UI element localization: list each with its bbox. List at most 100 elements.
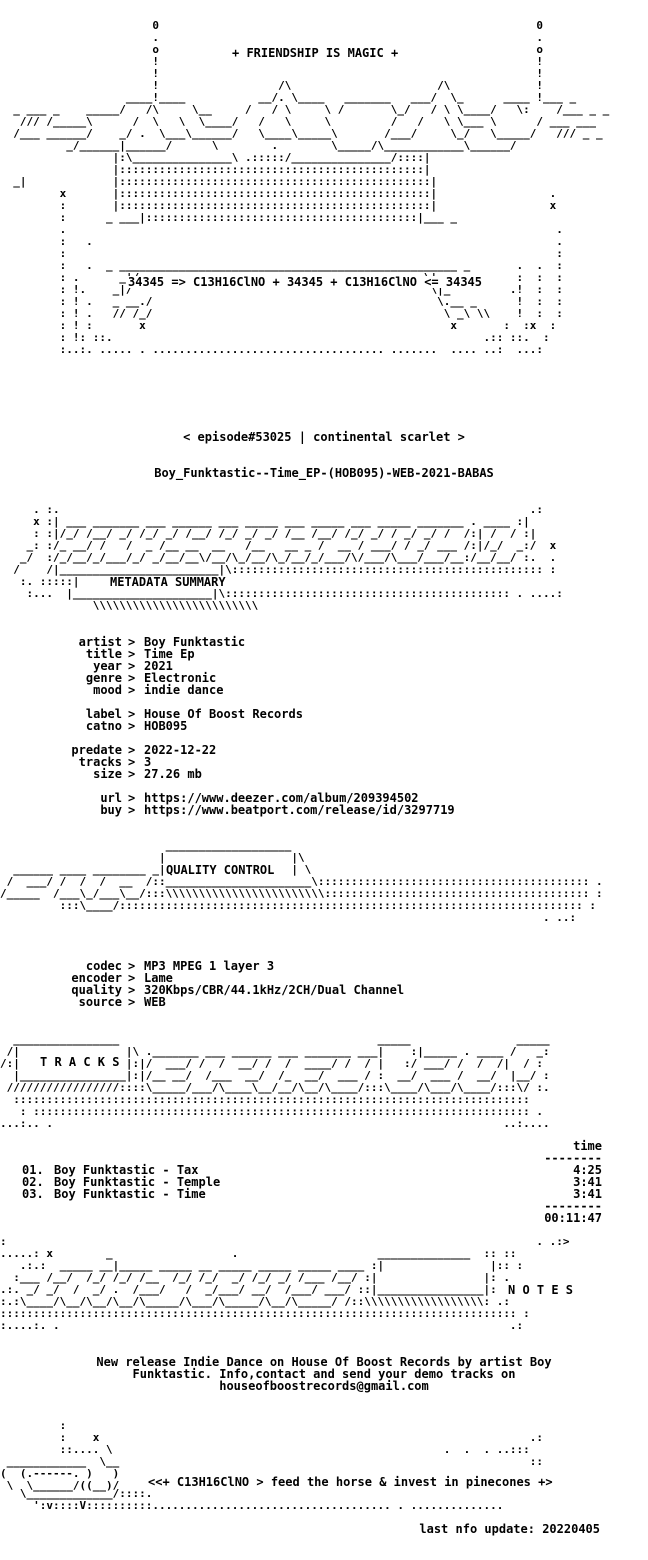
footer-slogan: <<+ C13H16ClNO > feed the horse & invest… xyxy=(148,1475,553,1489)
quality-banner-art: ___________________ | |\ ______ ____ ___… xyxy=(0,840,648,940)
meta-sep: > xyxy=(128,707,136,721)
meta-key: label xyxy=(85,707,122,721)
notes-banner-pre: : . .:> .....: x _ . ______________ :: :… xyxy=(0,1236,570,1332)
quality-sep: > xyxy=(128,959,136,973)
tracks-banner-art: ________________ _____ _____ /| |\ .____… xyxy=(0,1034,648,1130)
meta-sep: > xyxy=(128,767,136,781)
quality-key: codec xyxy=(85,959,122,973)
meta-sep: > xyxy=(128,791,136,805)
quality-sep: > xyxy=(128,971,136,985)
footer-art: : : x .: ::.... \ . . . ..::: __________… xyxy=(0,1420,648,1516)
tracks-banner-pre: ________________ _____ _____ /| |\ .____… xyxy=(0,1034,550,1130)
notes-line: Funktastic. Info,contact and send your d… xyxy=(132,1367,516,1381)
footer-art-pre: : : x .: ::.... \ . . . ..::: __________… xyxy=(0,1420,544,1492)
quality-banner-pre: ___________________ | |\ ______ ____ ___… xyxy=(0,840,603,924)
meta-value: HOB095 xyxy=(144,719,188,733)
quality-value: WEB xyxy=(144,995,166,1009)
time-column-header: time xyxy=(573,1139,602,1153)
quality-row-source: source > WEB xyxy=(0,996,648,1008)
meta-row-tracks: tracks>3 xyxy=(0,756,648,768)
tracklist: time -------- 01. Boy Funktastic - Tax 4:2… xyxy=(22,1140,602,1224)
metadata-section-title: METADATA SUMMARY xyxy=(110,575,226,589)
header-formula: 34345 => C13H16ClNO + 34345 + C13H16ClNO… xyxy=(128,275,483,289)
total-rule: -------- xyxy=(544,1199,602,1213)
footer-art-bottom-pre: \_____________/::::. ':v::::V::::::::::.… xyxy=(19,1488,504,1512)
notes-banner-art: : . .:> .....: x _ . ______________ :: :… xyxy=(0,1236,648,1348)
meta-key: buy xyxy=(100,803,122,817)
meta-sep: > xyxy=(128,755,136,769)
meta-row-artist: artist > Boy Funktastic xyxy=(0,636,648,648)
meta-sep: > xyxy=(128,659,136,673)
meta-value: indie dance xyxy=(144,683,224,697)
meta-key: title xyxy=(85,647,122,661)
meta-row-genre: genre>Electronic xyxy=(0,672,648,684)
header-ascii-art: 0 0 . . o xyxy=(0,8,648,400)
meta-value: Electronic xyxy=(144,671,217,685)
track-time: 3:41 xyxy=(573,1175,602,1189)
header-tagline: + FRIENDSHIP IS MAGIC + xyxy=(232,46,399,60)
meta-value: Boy Funktastic xyxy=(144,635,246,649)
meta-sep: > xyxy=(128,671,136,685)
quality-key: encoder xyxy=(71,971,122,985)
quality-row-codec: codec > MP3 MPEG 1 layer 3 xyxy=(0,960,648,972)
tracks-section-title: T R A C K S xyxy=(40,1055,120,1069)
metadata-banner-pre: . :. .: x :| ___ _______ ___ ______ ___ … xyxy=(13,504,557,588)
quality-value: 320Kbps/CBR/44.1kHz/2CH/Dual Channel xyxy=(144,983,405,997)
quality-value: Lame xyxy=(144,971,173,985)
meta-key: artist xyxy=(78,635,122,649)
meta-key: mood xyxy=(93,683,122,697)
meta-value: House Of Boost Records xyxy=(144,707,303,721)
track-row: 01. Boy Funktastic - Tax 4:25 xyxy=(22,1164,602,1176)
meta-sep: > xyxy=(128,719,136,733)
track-number: 02. xyxy=(22,1175,44,1189)
metadata-banner-bottom: :... |_____________________|\:::::::::::… xyxy=(0,588,648,614)
track-title: Boy Funktastic - Tax xyxy=(54,1163,199,1177)
notes-section-title: N O T E S xyxy=(508,1283,574,1297)
meta-row-predate: predate >2022-12-22 xyxy=(0,744,648,756)
meta-row-catno: catno > HOB095 xyxy=(0,720,648,732)
meta-key: catno xyxy=(85,719,122,733)
metadata-list: artist > Boy Funktastic title > Time Ep year… xyxy=(0,636,648,816)
beatport-buy-link[interactable]: https://www.beatport.com/release/id/3297… xyxy=(144,803,455,817)
meta-sep: > xyxy=(128,683,136,697)
meta-row-buy: buy>https://www.beatport.com/release/id/… xyxy=(0,804,648,816)
release-name: Boy_Funktastic--Time_EP-(HOB095)-WEB-202… xyxy=(154,466,494,480)
metadata-banner-bottom-pre: :... |_____________________|\:::::::::::… xyxy=(26,588,563,612)
meta-key: year xyxy=(93,659,122,673)
release-notes: New release Indie Dance on House Of Boos… xyxy=(0,1356,648,1392)
meta-key: tracks xyxy=(78,755,122,769)
meta-row-size: size>27.26 mb xyxy=(0,768,648,780)
meta-sep: > xyxy=(128,635,136,649)
meta-value: 27.26 mb xyxy=(144,767,202,781)
quality-sep: > xyxy=(128,983,136,997)
meta-sep: > xyxy=(128,743,136,757)
track-title: Boy Funktastic - Time xyxy=(54,1187,206,1201)
meta-value: 2022-12-22 xyxy=(144,743,217,757)
track-title: Boy Funktastic - Temple xyxy=(54,1175,221,1189)
deezer-url-link[interactable]: https://www.deezer.com/album/209394502 xyxy=(144,791,419,805)
quality-sep: > xyxy=(128,995,136,1009)
quality-value: MP3 MPEG 1 layer 3 xyxy=(144,959,275,973)
quality-key: source xyxy=(78,995,122,1009)
meta-key: url xyxy=(100,791,122,805)
header-art-pre: 0 0 . . o xyxy=(13,19,610,356)
track-number: 01. xyxy=(22,1163,44,1177)
meta-row-year: year >2021 xyxy=(0,660,648,672)
track-time: 4:25 xyxy=(573,1163,602,1177)
metadata-banner-art: . :. .: x :| ___ _______ ___ ______ ___ … xyxy=(0,504,648,612)
notes-line: New release Indie Dance on House Of Boos… xyxy=(96,1355,552,1369)
quality-key: quality xyxy=(71,983,122,997)
meta-row-mood: mood > indie dance xyxy=(0,684,648,696)
meta-key: predate xyxy=(71,743,122,757)
total-time: 00:11:47 xyxy=(544,1211,602,1225)
episode-line: < episode#53025 | continental scarlet > xyxy=(183,430,465,444)
track-row: 02. Boy Funktastic - Temple 3:41 xyxy=(22,1176,602,1188)
footer-art-bottom: \_____________/::::. ':v::::V::::::::::.… xyxy=(0,1488,648,1514)
meta-value: Time Ep xyxy=(144,647,195,661)
meta-value: 2021 xyxy=(144,659,173,673)
meta-sep: > xyxy=(128,647,136,661)
quality-row-encoder: encoder > Lame xyxy=(0,972,648,984)
meta-row-label: label > House Of Boost Records xyxy=(0,708,648,720)
track-number: 03. xyxy=(22,1187,44,1201)
